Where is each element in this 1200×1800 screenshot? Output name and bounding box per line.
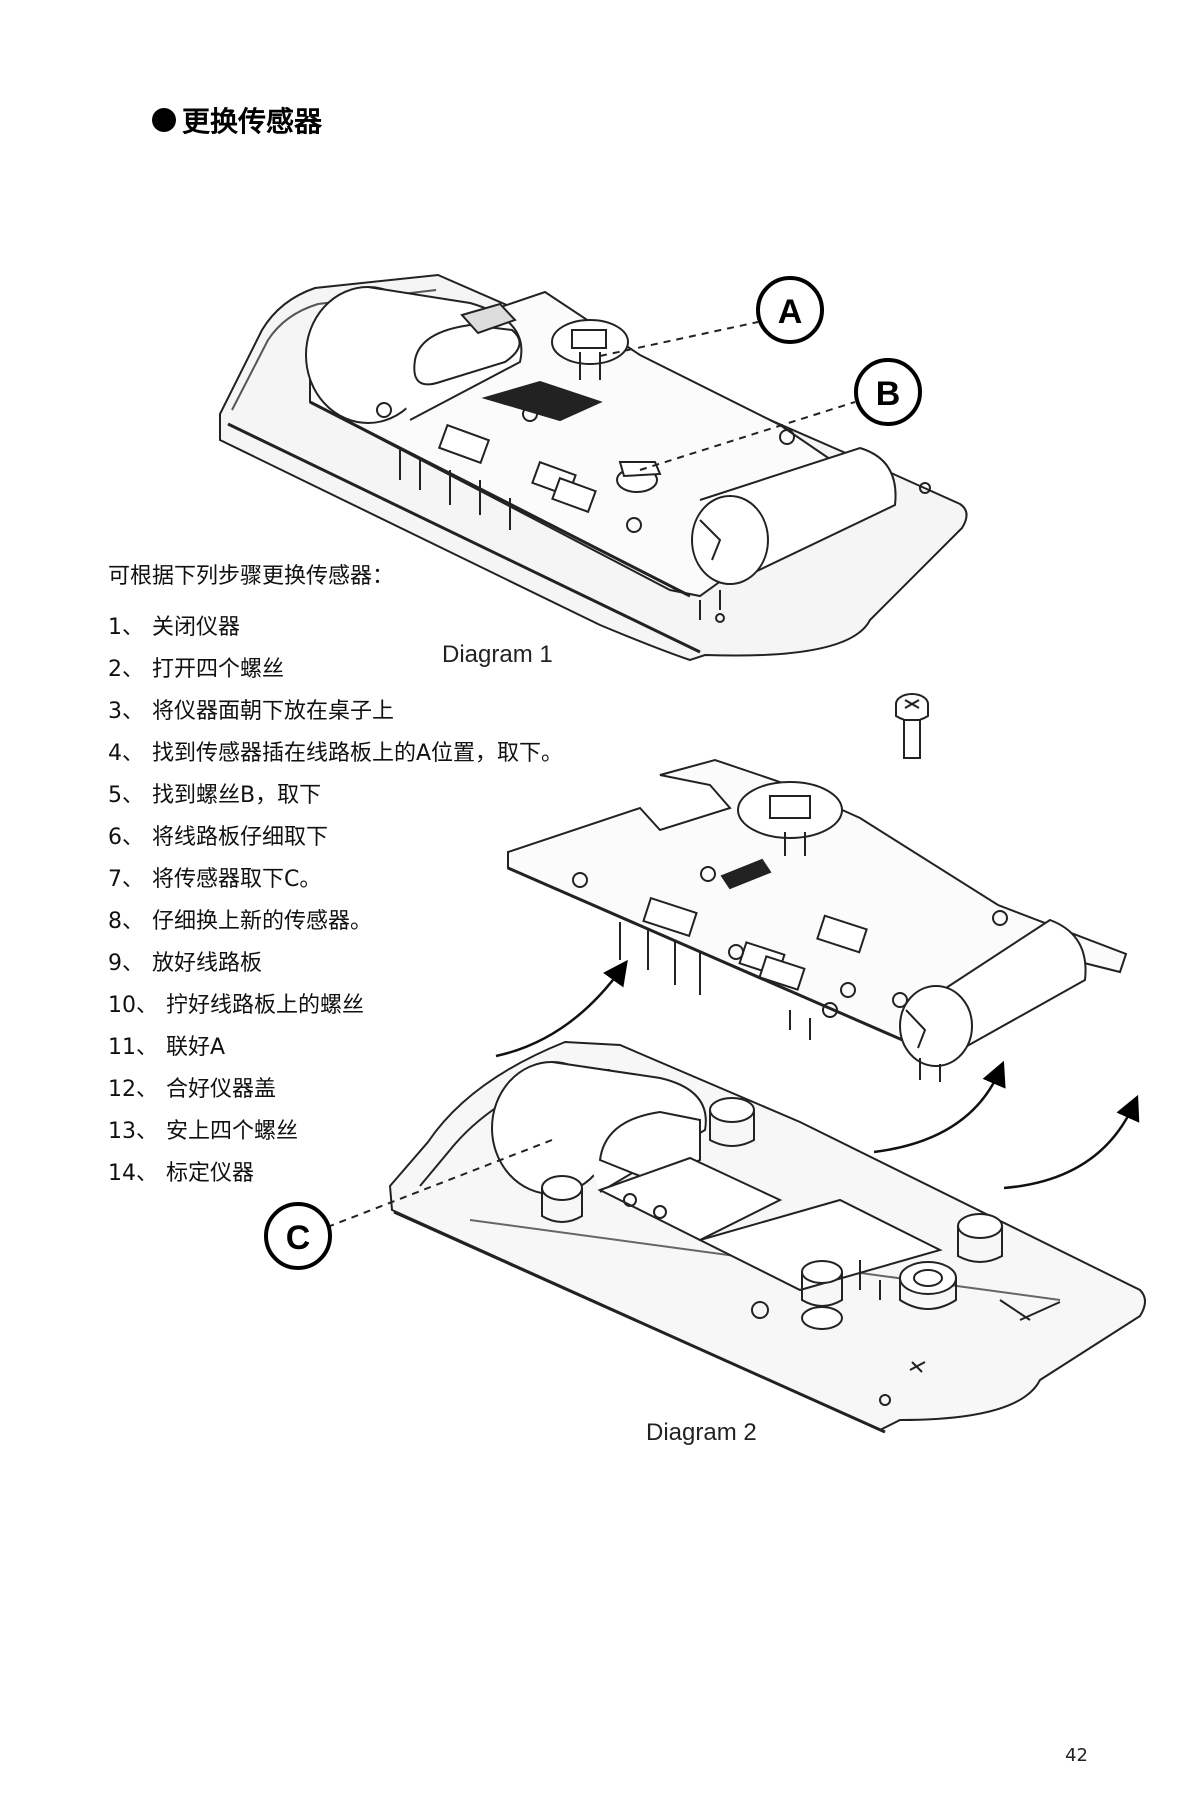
diagram-2-caption: Diagram 2 (646, 1419, 757, 1446)
step-text: 安上四个螺丝 (166, 1119, 299, 1144)
step-number: 14、 (108, 1161, 158, 1186)
section-title: 更换传感器 (182, 105, 323, 138)
instructions-intro: 可根据下列步骤更换传感器： (108, 564, 395, 589)
step-item: 2、打开四个螺丝 (108, 646, 563, 688)
step-item: 6、将线路板仔细取下 (108, 814, 563, 856)
step-text: 找到传感器插在线路板上的A位置，取下。 (152, 741, 564, 766)
section-heading: 更换传感器 (152, 100, 322, 140)
step-text: 合好仪器盖 (166, 1077, 277, 1102)
step-text: 打开四个螺丝 (152, 657, 285, 682)
step-item: 12、合好仪器盖 (108, 1066, 563, 1108)
step-text: 将线路板仔细取下 (152, 825, 329, 850)
step-number: 4、 (108, 741, 144, 766)
step-text: 标定仪器 (166, 1161, 255, 1186)
step-number: 13、 (108, 1119, 158, 1144)
step-item: 14、标定仪器 (108, 1150, 563, 1192)
step-number: 2、 (108, 657, 144, 682)
step-text: 将仪器面朝下放在桌子上 (152, 699, 395, 724)
step-item: 4、找到传感器插在线路板上的A位置，取下。 (108, 730, 563, 772)
step-number: 1、 (108, 615, 144, 640)
callout-c: C (264, 1139, 553, 1270)
step-text: 关闭仪器 (152, 615, 241, 640)
callout-b-label: B (876, 375, 901, 413)
step-number: 12、 (108, 1077, 158, 1102)
instructions-steps: 1、关闭仪器 2、打开四个螺丝 3、将仪器面朝下放在桌子上 4、找到传感器插在线… (108, 604, 563, 1192)
step-item: 9、放好线路板 (108, 940, 563, 982)
step-item: 13、安上四个螺丝 (108, 1108, 563, 1150)
step-number: 6、 (108, 825, 144, 850)
callout-c-label: C (286, 1219, 311, 1257)
open-housing (388, 1040, 1146, 1434)
step-number: 10、 (108, 993, 158, 1018)
step-item: 8、仔细换上新的传感器。 (108, 898, 563, 940)
diagram-1-device (219, 273, 968, 662)
step-item: 11、联好A (108, 1024, 563, 1066)
step-number: 5、 (108, 783, 144, 808)
step-item: 1、关闭仪器 (108, 604, 563, 646)
step-text: 联好A (166, 1035, 226, 1060)
lifted-circuit-board (507, 758, 1128, 1082)
bullet-circle-icon (152, 108, 176, 132)
diagram-1-caption: Diagram 1 (442, 641, 553, 668)
step-text: 将传感器取下C。 (152, 867, 322, 892)
step-number: 9、 (108, 951, 144, 976)
step-text: 放好线路板 (152, 951, 263, 976)
screw-illustration (895, 693, 929, 759)
step-number: 7、 (108, 867, 144, 892)
callout-a: A (599, 276, 824, 357)
step-item: 10、拧好线路板上的螺丝 (108, 982, 563, 1024)
callout-a-label: A (778, 293, 803, 331)
callout-b: B (639, 358, 922, 471)
step-text: 找到螺丝B，取下 (152, 783, 322, 808)
page-number: 42 (1065, 1745, 1088, 1766)
assembly-arrows (495, 959, 1140, 1190)
step-number: 3、 (108, 699, 144, 724)
step-number: 11、 (108, 1035, 158, 1060)
step-text: 拧好线路板上的螺丝 (166, 993, 365, 1018)
step-number: 8、 (108, 909, 144, 934)
step-item: 3、将仪器面朝下放在桌子上 (108, 688, 563, 730)
step-item: 5、找到螺丝B，取下 (108, 772, 563, 814)
step-text: 仔细换上新的传感器。 (152, 909, 373, 934)
step-item: 7、将传感器取下C。 (108, 856, 563, 898)
